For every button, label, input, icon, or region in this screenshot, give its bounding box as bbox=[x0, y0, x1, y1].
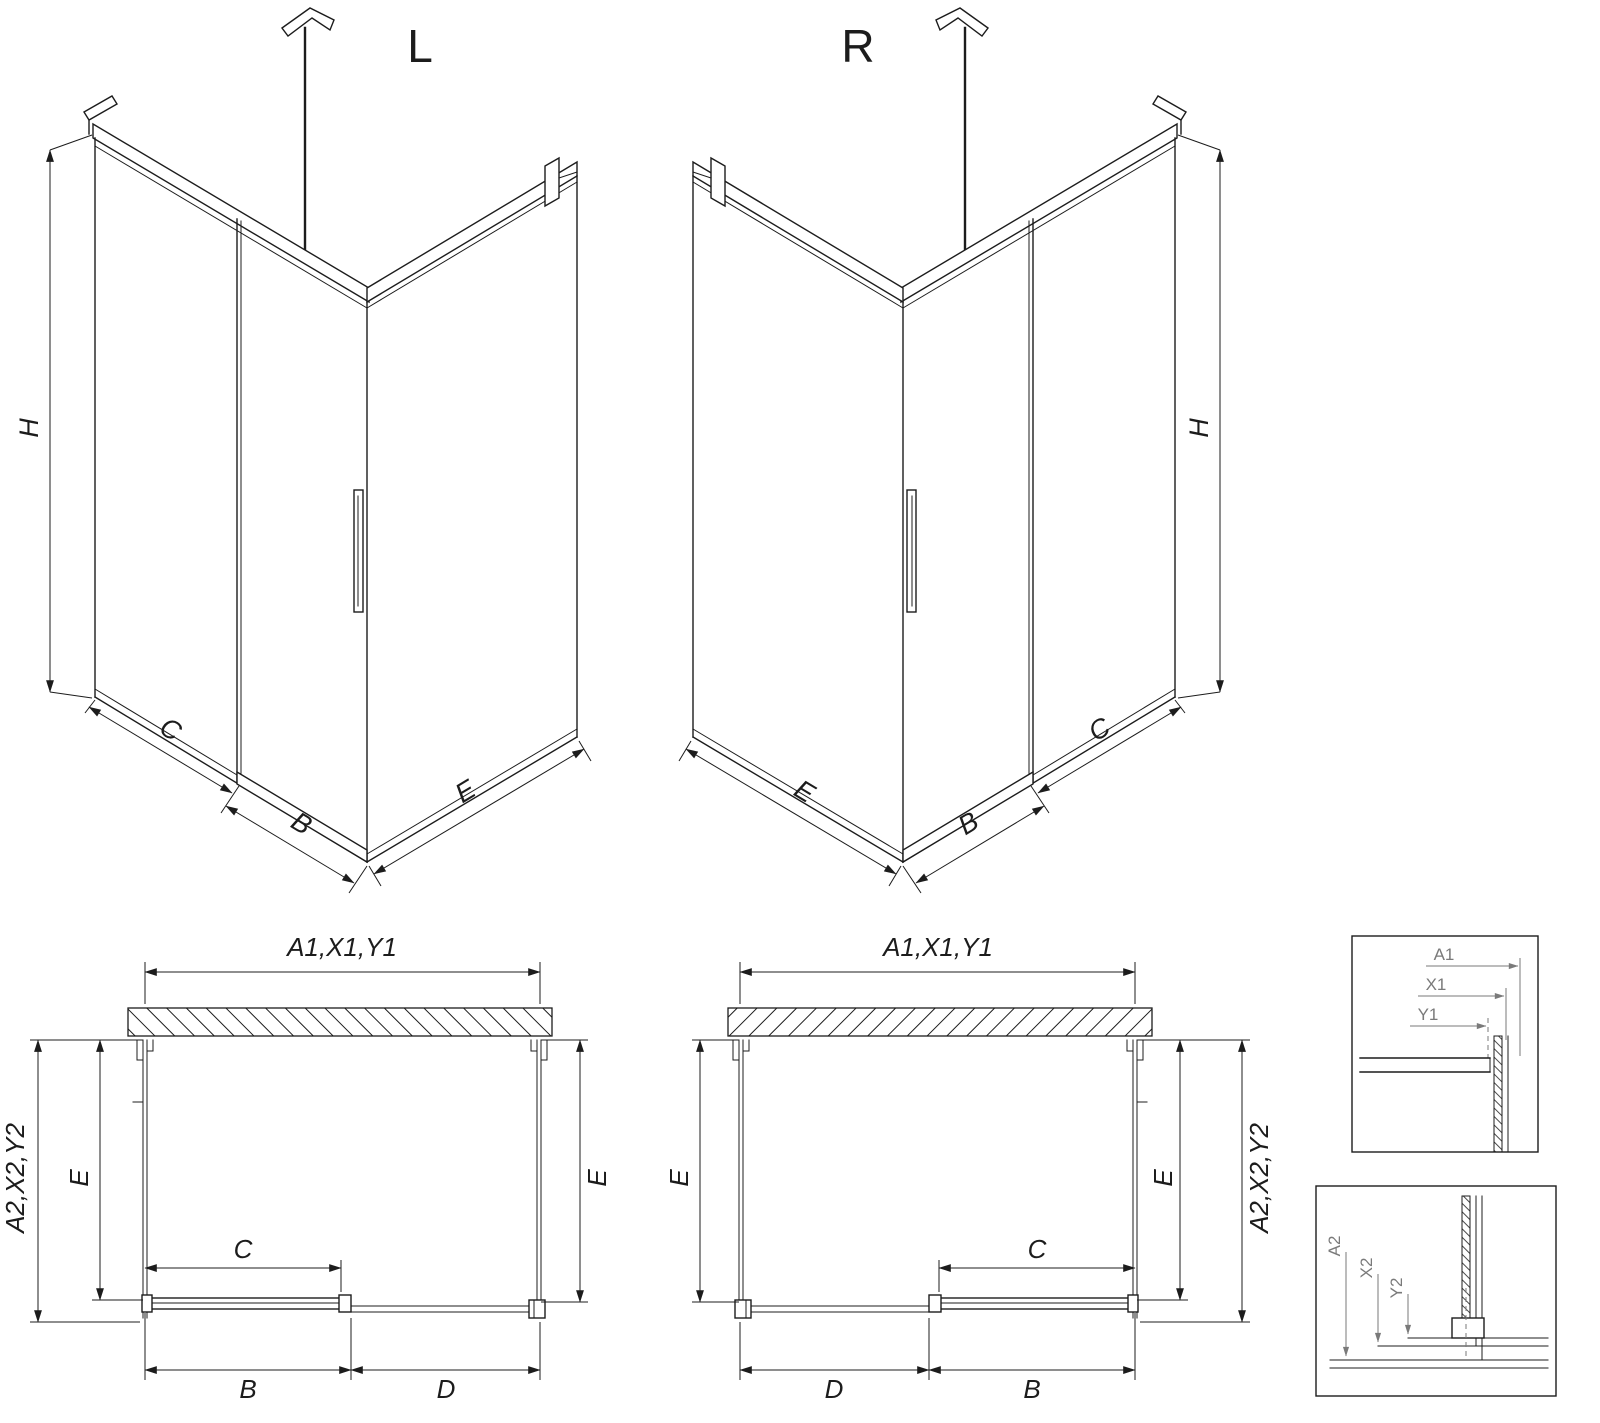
plan-right-d-label: D bbox=[825, 1374, 844, 1404]
detail-top-frame bbox=[1351, 935, 1539, 1153]
detail-top-a1-label: A1 bbox=[1434, 945, 1455, 964]
detail-bottom-frame bbox=[1315, 1185, 1557, 1397]
detail-view-top: A1 X1 Y1 bbox=[1351, 935, 1539, 1153]
plan-right-e-left-label: E bbox=[664, 1169, 694, 1187]
plan-right-depth-outer-label: A2,X2,Y2 bbox=[1244, 1123, 1274, 1235]
detail-bottom-y2-label: Y2 bbox=[1387, 1278, 1406, 1299]
detail-view-bottom: A2 X2 Y2 bbox=[1315, 1185, 1557, 1397]
dim-label-h-right: H bbox=[1184, 418, 1214, 438]
plan-left-b-label: B bbox=[239, 1374, 256, 1404]
isometric-view-right: R H E B C bbox=[679, 8, 1220, 893]
plan-left-e-right-label: E bbox=[582, 1169, 612, 1187]
dim-label-h-left: H bbox=[14, 418, 44, 438]
plan-right-c-label: C bbox=[1028, 1234, 1047, 1264]
plan-left-e-left-label: E bbox=[64, 1169, 94, 1187]
plan-geometry-left bbox=[30, 962, 588, 1380]
plan-left-depth-outer-label: A2,X2,Y2 bbox=[0, 1123, 30, 1235]
iso-geometry-left bbox=[50, 8, 591, 893]
dim-label-e-left: E bbox=[450, 773, 482, 809]
variant-right-title: R bbox=[841, 20, 874, 72]
plan-right-width-label: A1,X1,Y1 bbox=[881, 932, 993, 962]
isometric-view-left: L H C B E bbox=[14, 8, 591, 893]
detail-bottom-a2-label: A2 bbox=[1325, 1236, 1344, 1257]
plan-right-b-label: B bbox=[1023, 1374, 1040, 1404]
detail-top-x1-label: X1 bbox=[1426, 975, 1447, 994]
glass-section-top-detail bbox=[1493, 1035, 1503, 1153]
variant-left-title: L bbox=[407, 20, 433, 72]
plan-left-c-label: C bbox=[234, 1234, 253, 1264]
dim-label-e-right: E bbox=[789, 774, 821, 810]
roller-block bbox=[1451, 1317, 1485, 1339]
iso-geometry-right bbox=[679, 8, 1220, 893]
detail-top-y1-label: Y1 bbox=[1418, 1005, 1439, 1024]
plan-view-right: A1,X1,Y1 A2,X2,Y2 E E C B D bbox=[664, 932, 1274, 1404]
plan-right-e-right-label: E bbox=[1148, 1169, 1178, 1187]
plan-view-left: A1,X1,Y1 A2,X2,Y2 E E C B D bbox=[0, 932, 612, 1404]
detail-bottom-x2-label: X2 bbox=[1357, 1258, 1376, 1279]
plan-left-width-label: A1,X1,Y1 bbox=[285, 932, 397, 962]
plan-left-d-label: D bbox=[437, 1374, 456, 1404]
